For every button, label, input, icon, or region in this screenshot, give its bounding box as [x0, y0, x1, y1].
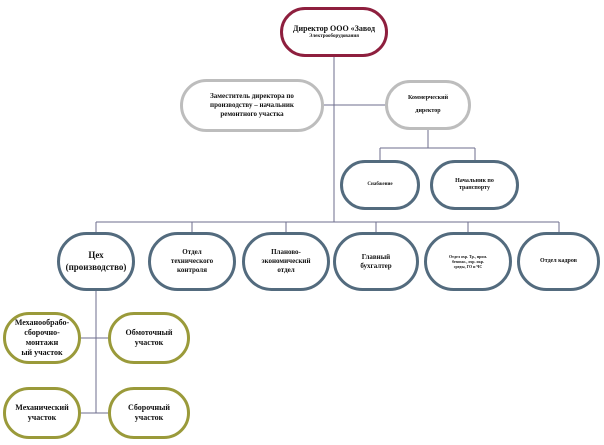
supply-label: Снабжение — [367, 181, 393, 187]
safety-label-line1: Отдел охр. Тр., пром. — [448, 254, 488, 259]
safety-department-node: Отдел охр. Тр., пром. безопас., охр. окр… — [424, 232, 512, 291]
safety-label-line2: безопас., охр. окр. — [451, 259, 485, 264]
finishing-label-line1: Обмоточный — [125, 328, 173, 337]
otk-label-line3: контроля — [176, 265, 207, 274]
deputy-label-line1: Заместитель директора по — [210, 92, 294, 101]
transport-node: Начальник по транспорту — [430, 160, 519, 210]
mech-assembly-label-line1: Механообрабо- — [14, 318, 70, 327]
shop-production-node: Цех (производство) — [57, 232, 135, 291]
mechanical-label-line2: участок — [27, 413, 57, 422]
machining-assembly-section-node: Механообрабо- сборочно-монтажн ый участо… — [3, 312, 81, 364]
transport-label-line1: Начальник по — [455, 177, 494, 184]
supply-node: Снабжение — [340, 160, 420, 210]
mech-assembly-label-line2: сборочно-монтажн — [24, 328, 60, 347]
winding-section-node: Обмоточный участок — [108, 312, 190, 364]
commercial-label-line2: директор — [415, 108, 441, 114]
chief-acc-label-line1: Главный — [361, 252, 391, 261]
shop-label-line2: (производство) — [65, 261, 127, 272]
director-node: Директор ООО «Завод Электрооборудования — [280, 7, 388, 57]
assembly-section-node: Сборочный участок — [108, 387, 190, 439]
otk-label-line2: технического — [170, 257, 214, 266]
chief-accountant-node: Главный бухгалтер — [333, 232, 419, 291]
finishing-label-line2: участок — [134, 338, 164, 347]
quality-control-node: Отдел технического контроля — [148, 232, 236, 291]
deputy-label-line2: производству – начальник — [210, 101, 294, 110]
deputy-director-node: Заместитель директора по производству – … — [180, 79, 324, 132]
shop-label-line1: Цех — [88, 250, 104, 261]
safety-label-line3: среды, ГО и ЧС — [453, 264, 483, 269]
pfo-label-line3: отдел — [277, 265, 295, 274]
commercial-label-line1: Коммерческий — [407, 94, 449, 101]
mechanical-section-node: Механический участок — [3, 387, 81, 439]
mech-assembly-label-line3: ый участок — [21, 348, 63, 357]
assembly-label-line1: Сборочный — [128, 403, 170, 412]
otk-label-line1: Отдел — [182, 248, 202, 257]
deputy-label-line3: ремонтного участка — [220, 109, 284, 118]
director-label-line1: Директор ООО «Завод — [293, 23, 375, 33]
transport-label-line2: транспорту — [458, 185, 491, 191]
commercial-director-node: Коммерческий директор — [385, 80, 471, 130]
planning-economic-node: Планово- экономический отдел — [242, 232, 330, 291]
hr-label: Отдел кадров — [540, 257, 577, 264]
hr-department-node: Отдел кадров — [517, 232, 600, 291]
chief-acc-label-line2: бухгалтер — [360, 261, 392, 270]
assembly-label-line2: участок — [134, 413, 164, 422]
director-label-line2: Электрооборудования — [309, 33, 359, 39]
pfo-label-line2: экономический — [261, 257, 311, 266]
mechanical-label-line1: Механический — [15, 403, 69, 412]
pfo-label-line1: Планово- — [271, 248, 301, 257]
